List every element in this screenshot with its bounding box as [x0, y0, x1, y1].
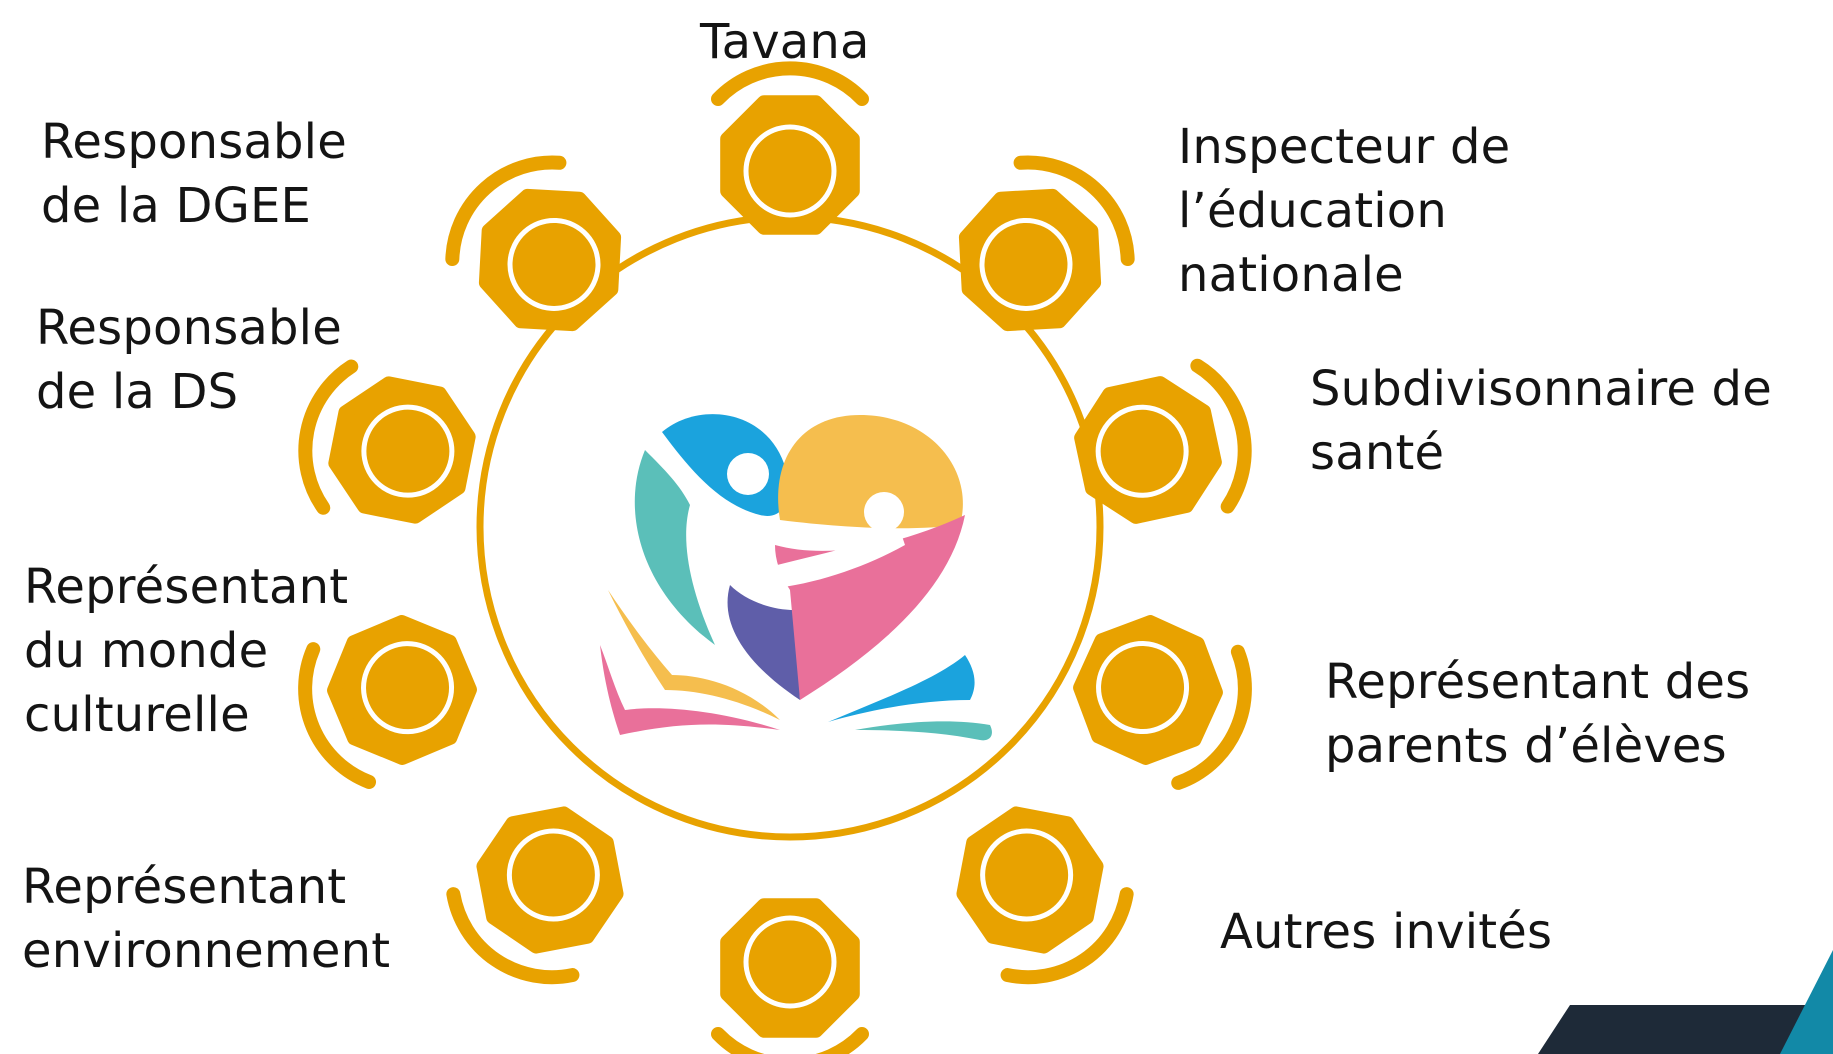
label-parents: Représentant des parents d’élèves	[1325, 654, 1751, 774]
logo-book-page	[828, 655, 975, 722]
seat-backrest	[1000, 887, 1134, 985]
logo-book-page	[608, 590, 780, 720]
label-ds: Responsable de la DS	[36, 300, 342, 420]
corner-teal-shape	[1780, 950, 1833, 1054]
logo-teal-swoosh	[634, 450, 715, 645]
corner-dark-shape	[1538, 1005, 1833, 1054]
chair-seat-icon	[1073, 615, 1252, 790]
seat-backrest	[298, 642, 377, 789]
label-autres: Autres invités	[1220, 904, 1553, 960]
logo-child-head	[864, 492, 904, 532]
seat-backrest	[711, 61, 869, 106]
seat-cushion	[1096, 641, 1190, 735]
logo-book-page	[600, 645, 780, 735]
logo-book-page	[855, 721, 992, 741]
chair-seat-icon	[958, 155, 1135, 332]
seats-group	[298, 61, 1252, 1054]
seat-backrest	[711, 1027, 869, 1054]
chair-seat-icon	[707, 898, 873, 1054]
seat-backrest	[298, 359, 359, 515]
seat-backrest	[1171, 644, 1252, 790]
chair-seat-icon	[707, 61, 873, 235]
chair-seat-icon	[298, 357, 476, 524]
label-inspecteur: Inspecteur de l’éducation nationale	[1178, 119, 1511, 303]
label-dgee: Responsable de la DGEE	[41, 114, 347, 234]
logo-purple-segment	[727, 585, 800, 700]
logo-yellow-lobe	[778, 415, 963, 529]
logo-child-head	[727, 453, 769, 495]
seat-backrest	[1013, 155, 1135, 267]
chair-seat-icon	[446, 806, 624, 985]
heart-book-family-logo	[600, 414, 992, 741]
seat-cushion	[743, 915, 837, 1009]
label-culture: Représentant du monde culturelle	[24, 559, 349, 743]
seat-cushion	[743, 124, 837, 218]
label-environnement: Représentant environnement	[22, 859, 391, 979]
seat-cushion	[507, 217, 601, 311]
seat-cushion	[361, 641, 455, 735]
seat-cushion	[980, 828, 1074, 922]
label-tavana: Tavana	[700, 14, 870, 70]
chair-seat-icon	[1074, 357, 1252, 524]
logo-child-arm	[740, 530, 905, 590]
seat-cushion	[506, 828, 600, 922]
seat-backrest	[1190, 358, 1252, 514]
chair-seat-icon	[298, 615, 477, 789]
seat-cushion	[1095, 404, 1189, 498]
seat-backrest	[446, 887, 580, 985]
seat-backrest	[445, 155, 567, 267]
corner-decoration	[1538, 950, 1833, 1054]
label-subdivisionnaire: Subdivisonnaire de santé	[1310, 361, 1772, 481]
seat-cushion	[361, 404, 455, 498]
seat-cushion	[979, 217, 1073, 311]
chair-seat-icon	[445, 155, 622, 332]
chair-seat-icon	[956, 806, 1134, 985]
